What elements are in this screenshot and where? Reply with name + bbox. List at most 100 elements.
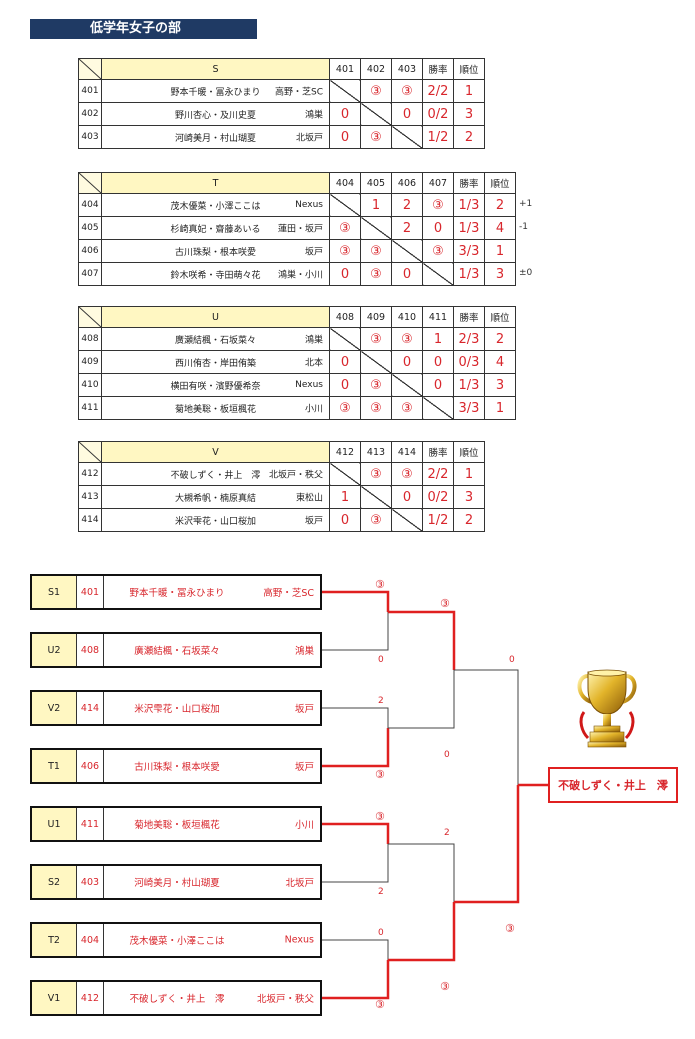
bracket-score: 2 <box>378 887 384 897</box>
win-rate: 0/3 <box>453 350 485 374</box>
entry-id: 412 <box>77 982 104 1014</box>
rank: 2 <box>484 193 516 217</box>
bracket-score: ③ <box>440 597 450 610</box>
bracket-line-404 <box>322 939 389 960</box>
rank: 1 <box>484 239 516 263</box>
names-text: 菊地美聡・板垣楓花 <box>134 820 220 831</box>
rank-header: 順位 <box>453 58 485 80</box>
champion-box: 不破しずく・井上 澪 <box>548 767 678 803</box>
tiebreak-note: +1 <box>519 199 533 209</box>
bracket-line-414 <box>322 707 389 728</box>
names-text: 茂木優菜・小澤ここは <box>129 936 225 947</box>
score-cell: 0 <box>391 485 423 509</box>
score-cell: 0 <box>422 373 454 397</box>
score-cell: ③ <box>360 327 392 351</box>
player-names: 西川侑杏・岸田侑築 <box>174 358 256 369</box>
rank: 2 <box>484 327 516 351</box>
club-name: 東松山 <box>295 493 323 504</box>
entry-names: 廣瀬結楓・石坂菜々鴻巣 <box>101 327 330 351</box>
column-header: 412 <box>329 441 361 463</box>
entry-id: 404 <box>78 193 102 217</box>
player-names: 茂木優菜・小澤ここは <box>170 201 261 212</box>
score-cell: ③ <box>360 373 392 397</box>
column-header: 403 <box>391 58 423 80</box>
score-cell: ③ <box>360 462 392 486</box>
entry-names: 野本千暖・冨永ひまり高野・芝SC <box>101 79 330 103</box>
bracket-score: ③ <box>375 768 385 781</box>
entry-id: 413 <box>78 485 102 509</box>
rank: 3 <box>453 102 485 126</box>
bracket-line-408 <box>322 612 389 651</box>
bracket-line-406 <box>322 728 390 768</box>
names-text: 米沢雫花・山口桜加 <box>134 704 220 715</box>
score-cell: ③ <box>360 125 392 149</box>
player-names: 廣瀬結楓・石坂菜々 鴻巣 <box>104 634 320 666</box>
bracket-line-403 <box>322 844 389 883</box>
diagonal-cell <box>360 216 392 240</box>
bracket-score: 2 <box>378 696 384 706</box>
diagonal-cell <box>391 125 423 149</box>
bracket-score: 0 <box>444 750 450 760</box>
club-name: 小川 <box>294 820 314 831</box>
player-names: 河崎美月・村山瑚夏北坂戸 <box>104 866 320 898</box>
score-cell: 0 <box>391 350 423 374</box>
win-rate: 1/3 <box>453 262 485 286</box>
club-name: 鴻巣 <box>304 335 323 346</box>
seed-label: S1 <box>32 576 77 608</box>
column-header: 414 <box>391 441 423 463</box>
rank: 3 <box>484 373 516 397</box>
score-cell: 0 <box>329 125 361 149</box>
rank: 3 <box>484 262 516 286</box>
entry-names: 不破しずく・井上 澪北坂戸・秩父 <box>101 462 330 486</box>
win-rate: 0/2 <box>422 485 454 509</box>
bracket-line-401 <box>322 590 390 612</box>
names-text: 古川珠梨・根本咲愛 <box>134 762 220 773</box>
bracket-line-final-bot <box>454 785 520 904</box>
score-cell: 0 <box>329 262 361 286</box>
column-header: 407 <box>422 172 454 194</box>
bracket-score: 0 <box>378 655 384 665</box>
club-name: 鴻巣 <box>294 646 314 657</box>
bracket-line-411 <box>322 822 390 844</box>
player-names: 横田有咲・濱野優希奈 <box>170 381 261 392</box>
bracket-line-sf-a <box>388 610 456 670</box>
club-name: 高野・芝SC <box>275 87 323 98</box>
entry-names: 菊地美聡・板垣楓花小川 <box>101 396 330 420</box>
column-header: 406 <box>391 172 423 194</box>
bracket-score: 2 <box>444 828 450 838</box>
diagonal-cell <box>391 508 423 532</box>
win-rate: 1/3 <box>453 193 485 217</box>
score-cell: ③ <box>422 193 454 217</box>
group-name: V <box>101 441 330 463</box>
seed-label: V1 <box>32 982 77 1014</box>
club-name: 北坂戸・秩父 <box>268 470 323 481</box>
rank: 4 <box>484 350 516 374</box>
entry-id: 405 <box>78 216 102 240</box>
player-names: 不破しずく・井上 澪 <box>170 470 261 481</box>
entry-id: 408 <box>77 634 104 666</box>
entry-id: 404 <box>77 924 104 956</box>
column-header: 404 <box>329 172 361 194</box>
bracket-score: 0 <box>509 655 515 665</box>
entry-id: 408 <box>78 327 102 351</box>
player-names: 杉崎真妃・齋藤あいる <box>170 224 261 235</box>
win-rate: 1/2 <box>422 508 454 532</box>
entry-names: 古川珠梨・根本咲愛坂戸 <box>101 239 330 263</box>
entry-names: 鈴木咲希・寺田萌々花鴻巣・小川 <box>101 262 330 286</box>
names-text: 廣瀬結楓・石坂菜々 <box>134 646 220 657</box>
